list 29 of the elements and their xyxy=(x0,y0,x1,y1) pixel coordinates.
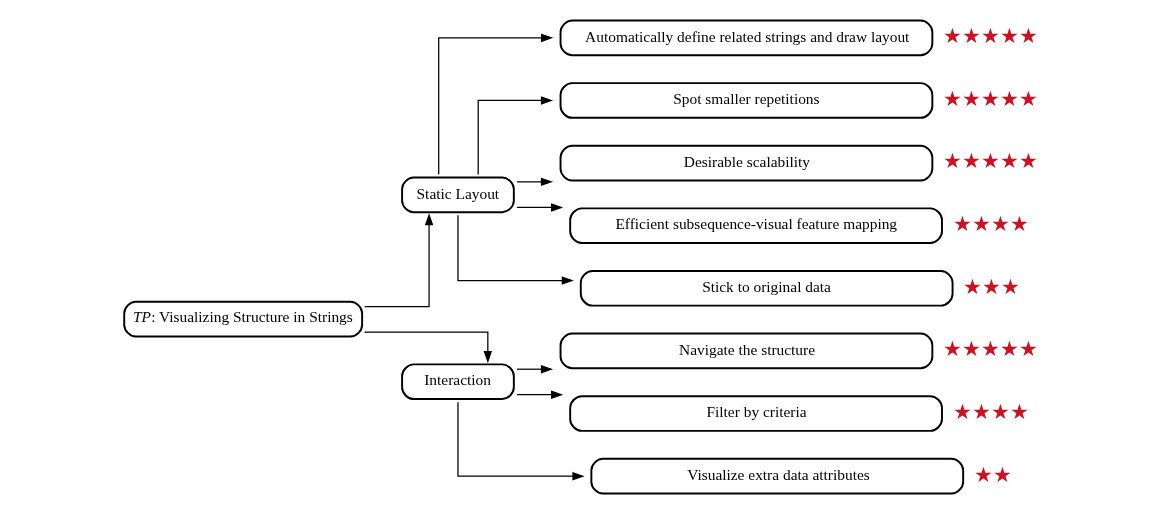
arrow xyxy=(515,364,553,374)
node-box: Interaction xyxy=(400,363,515,401)
node-label: ★★★★★ xyxy=(942,149,1038,174)
node-label: ★★★ xyxy=(962,274,1020,299)
arrow xyxy=(515,177,553,187)
node-label: ★★★★ xyxy=(952,212,1029,237)
node-box: Desirable scalability xyxy=(559,144,933,182)
arrow xyxy=(437,33,553,175)
node-box: Efficient subsequence-visual feature mapping xyxy=(568,207,943,244)
node-box: Stick to original data xyxy=(579,270,954,307)
node-label: ★★ xyxy=(973,462,1012,487)
node-label: ★★★★★ xyxy=(942,24,1038,49)
arrow xyxy=(515,203,563,212)
node-label: ★★★★★ xyxy=(942,337,1038,362)
arrow xyxy=(456,214,574,285)
node-box: Visualize extra data attributes xyxy=(589,457,964,495)
node-box: Static Layout xyxy=(400,176,515,214)
node-box: Filter by criteria xyxy=(568,395,943,432)
arrow xyxy=(456,401,585,481)
arrow xyxy=(515,390,563,399)
node-box: Automatically define related strings and draw layout xyxy=(559,19,933,57)
node-box: TP: Visualizing Structure in Strings xyxy=(122,300,363,338)
node-label: ★★★★★ xyxy=(942,86,1038,111)
arrow xyxy=(363,331,492,364)
arrow xyxy=(363,213,433,308)
node-box: Spot smaller repetitions xyxy=(559,82,933,119)
node-label: ★★★★ xyxy=(952,399,1029,424)
arrow xyxy=(477,96,553,176)
node-box: Navigate the structure xyxy=(559,332,933,370)
